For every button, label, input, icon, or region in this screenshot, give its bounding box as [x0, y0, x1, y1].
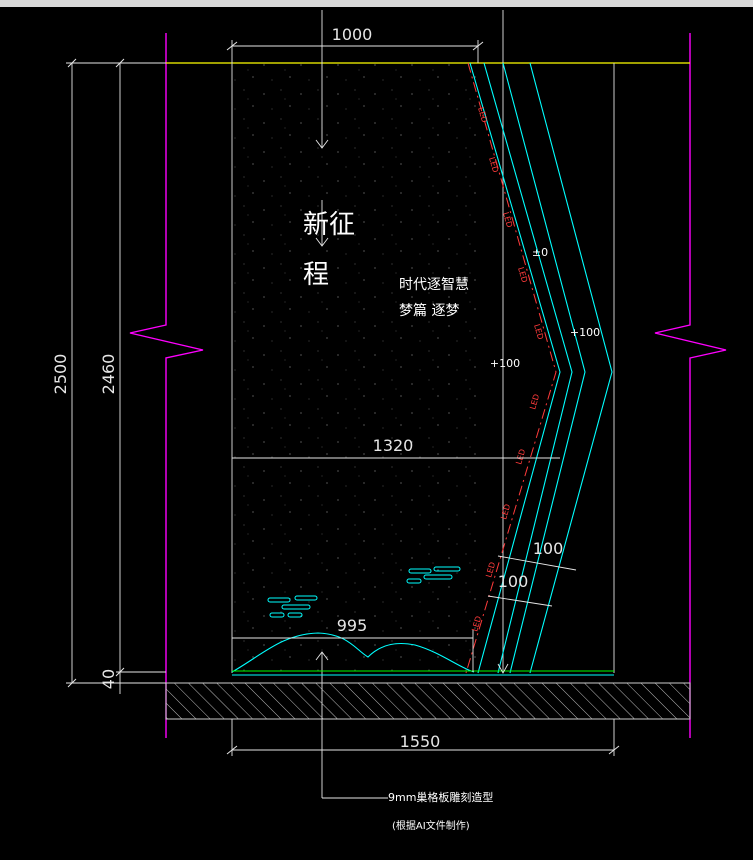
note-source: (根据AI文件制作): [392, 819, 470, 832]
top-toolbar-strip: [0, 0, 753, 7]
title-line-1: 新征: [303, 210, 355, 240]
dim-label-offset-a: 100: [533, 539, 564, 558]
panel-texture: [232, 63, 477, 673]
led-label: LED: [514, 448, 527, 466]
led-label: LED: [532, 323, 545, 341]
cloud-motif-left: [267, 595, 318, 618]
dim-label-base-height: 40: [99, 669, 118, 689]
right-break-line: [654, 33, 727, 738]
arrow-head-mid: [315, 237, 329, 247]
led-label: LED: [516, 266, 529, 284]
note-carving: 9mm巢格板雕刻造型: [388, 790, 493, 804]
elevation-plus-right: +100: [570, 326, 600, 339]
arrow-head-top: [315, 139, 329, 149]
profile-line-1: [469, 62, 561, 674]
dim-label-base-width: 1550: [400, 732, 441, 751]
dim-label-bottom-width: 995: [337, 616, 368, 635]
profile-line-2: [483, 62, 573, 674]
led-label: LED: [528, 393, 541, 411]
profile-line-3: [502, 62, 586, 674]
left-break-line: [129, 33, 204, 738]
elevation-plus-left: +100: [490, 357, 520, 370]
slogan-line-2: 梦篇 逐梦: [399, 303, 459, 319]
dim-label-mid-width: 1320: [373, 436, 414, 455]
elevation-zero: ±0: [532, 246, 548, 259]
dim-label-top-width: 1000: [332, 25, 373, 44]
led-label: LED: [470, 615, 483, 633]
hill-outline: [231, 632, 475, 673]
led-label: LED: [487, 156, 500, 174]
dim-line-offset-b: [487, 595, 553, 607]
ground-arrow: [497, 663, 509, 674]
slogan-line-1: 时代逐智慧: [399, 277, 469, 293]
leader-arrow: [315, 651, 329, 661]
title-line-2: 程: [303, 260, 329, 290]
led-label: LED: [484, 561, 497, 579]
dim-label-inner-height: 2460: [99, 354, 118, 395]
led-label: LED: [501, 211, 514, 229]
led-label: LED: [476, 106, 489, 124]
cloud-motif-right: [406, 566, 461, 584]
dim-line-offset-a: [497, 555, 577, 571]
profile-line-4: [529, 62, 613, 674]
dim-label-total-height: 2500: [51, 354, 70, 395]
led-label: LED: [499, 503, 512, 521]
base-slab: [165, 682, 691, 720]
dim-label-offset-b: 100: [498, 572, 529, 591]
led-strip-line: [465, 62, 557, 674]
